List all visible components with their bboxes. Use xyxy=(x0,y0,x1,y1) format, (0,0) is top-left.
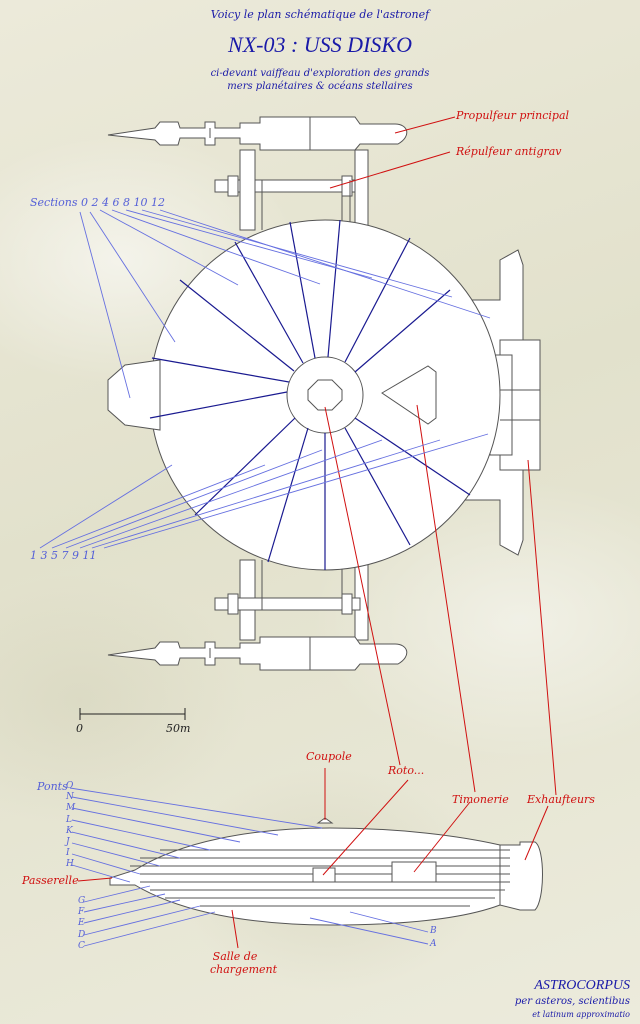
deck-letter-f: F xyxy=(78,907,85,918)
label-roto: Roto... xyxy=(388,764,425,777)
blue-callouts xyxy=(39,209,491,947)
label-deck-b: B xyxy=(430,926,437,936)
deck-letter-i: I xyxy=(66,848,70,859)
label-coupole: Coupole xyxy=(306,750,352,763)
deck-letter-g: G xyxy=(78,896,86,906)
deck-letter-n: N xyxy=(66,792,74,803)
upper-antigrav-repulsor xyxy=(214,149,369,231)
brand-tagline-1: per asteros, scientibus xyxy=(514,996,630,1007)
label-deck-a: A xyxy=(430,939,437,949)
salle-line-1: Salle de xyxy=(212,950,258,963)
deck-letter-d: D xyxy=(78,929,86,940)
page-title: NX-03 : USS DISKO xyxy=(228,32,412,57)
upper-main-propulsor xyxy=(107,116,408,151)
front-nose xyxy=(107,359,161,431)
helm-chamber xyxy=(381,365,437,425)
deck-letter-m: M xyxy=(66,803,76,814)
brand-tagline-2: et latinum approximatio xyxy=(532,1010,630,1019)
label-sections-bottom: 1 3 5 7 9 11 xyxy=(30,549,97,562)
label-ponts: Ponts xyxy=(37,780,68,793)
deck-letter-k: K xyxy=(66,825,73,836)
deck-letter-e: E xyxy=(78,918,85,929)
header-subtitle: ci-devant vaiffeau d'exploration des gra… xyxy=(0,67,640,93)
section-dividers xyxy=(149,219,471,570)
label-propulseur: Propulfeur principal xyxy=(456,109,570,122)
salle-line-2: chargement xyxy=(210,963,278,976)
subtitle-line-1: ci-devant vaiffeau d'exploration des gra… xyxy=(210,68,430,79)
label-passerelle: Passerelle xyxy=(22,874,79,887)
subtitle-line-2: mers planétaires & océans stellaires xyxy=(227,81,413,92)
deck-letter-o: O xyxy=(66,781,74,791)
brand-logo: ASTROCORPUS xyxy=(534,978,630,993)
label-sections-top: Sections 0 2 4 6 8 10 12 xyxy=(30,196,165,209)
deck-letter-l: L xyxy=(66,814,72,825)
deck-letter-h: H xyxy=(66,859,74,870)
deck-letter-j: J xyxy=(66,837,70,847)
label-timonerie: Timonerie xyxy=(452,793,509,806)
label-repulseur: Répulfeur antigrav xyxy=(456,145,562,158)
scale-zero-label: 0 xyxy=(76,722,83,735)
label-salle-de-chargement: Salle de chargement xyxy=(210,950,278,976)
scale-end-label: 50m xyxy=(166,722,191,735)
red-callouts xyxy=(77,116,557,949)
deck-letter-c: C xyxy=(78,940,85,951)
side-elevation xyxy=(109,817,543,926)
rotor-core xyxy=(307,379,343,411)
lower-main-propulsor xyxy=(107,636,408,671)
lower-antigrav-repulsor xyxy=(214,559,369,641)
scale-bar xyxy=(79,708,186,720)
label-exhaufteurs: Exhaufteurs xyxy=(527,793,595,806)
header-intro: Voicy le plan schématique de l'astronef xyxy=(210,8,430,21)
